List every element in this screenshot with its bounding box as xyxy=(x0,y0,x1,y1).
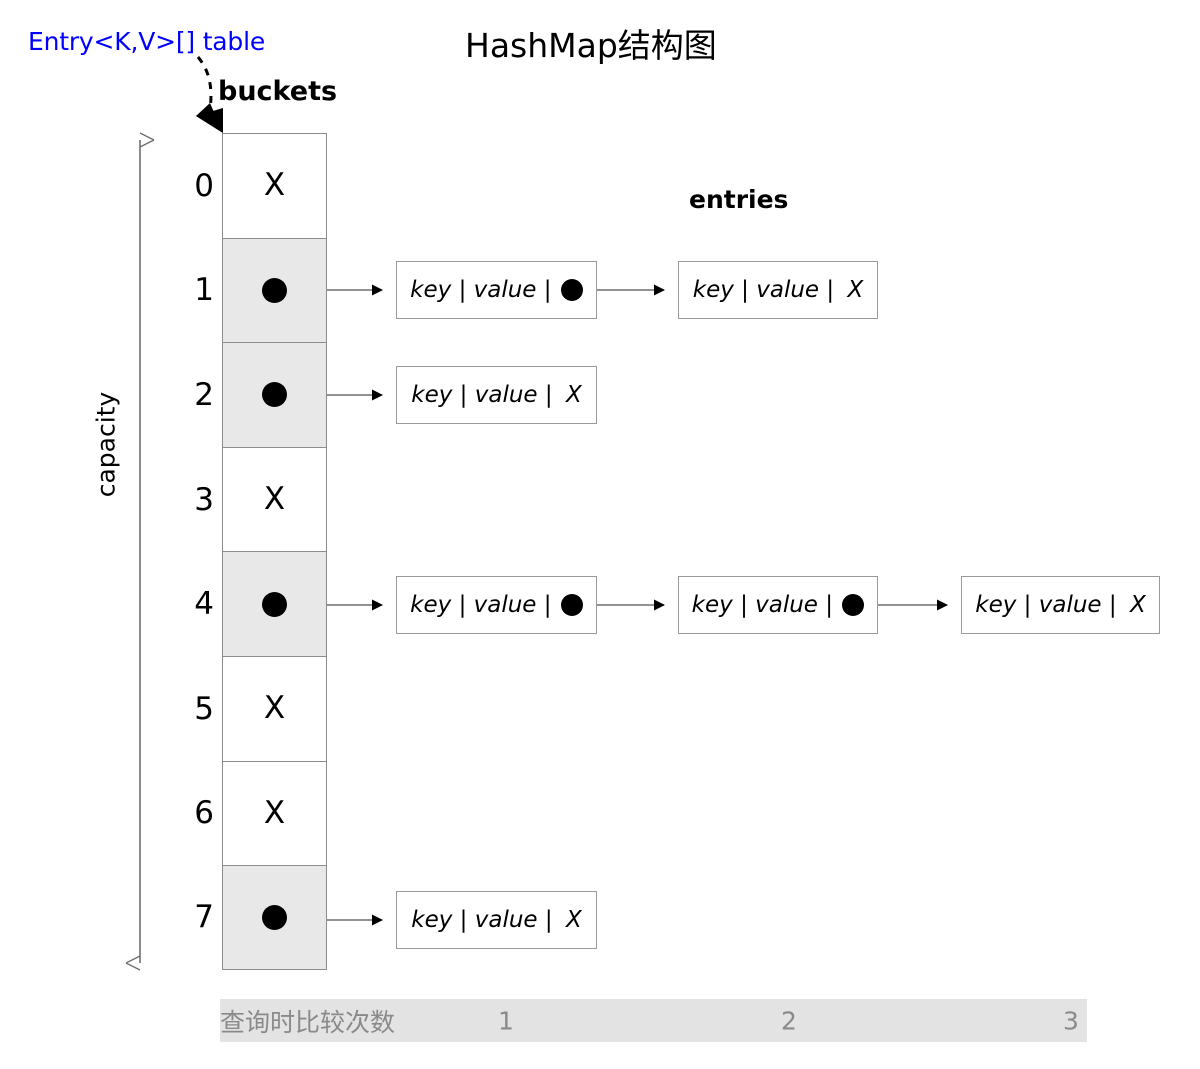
bucket-index-3: 3 xyxy=(194,481,214,518)
comparison-count-2: 2 xyxy=(781,1006,797,1035)
reference-dot-icon xyxy=(262,277,287,303)
bucket-array: 0 X 1 2 3 X 4 5 X 6 X 7 xyxy=(194,133,327,970)
comparison-count-3: 3 xyxy=(1063,1006,1079,1035)
buckets-label: buckets xyxy=(218,76,338,107)
bucket-index-0: 0 xyxy=(194,167,214,204)
next-null-icon: X xyxy=(565,907,582,933)
bucket-cell-7[interactable]: 7 xyxy=(194,865,327,970)
entry-node[interactable]: key | value | xyxy=(396,576,597,634)
entry-label: key | value | xyxy=(411,907,560,933)
null-marker-icon: X xyxy=(263,690,286,727)
null-marker-icon: X xyxy=(263,481,286,518)
next-pointer-dot-icon xyxy=(842,594,865,616)
lookup-comparison-label: 查询时比较次数 xyxy=(220,1007,396,1037)
entry-label: key | value | xyxy=(691,592,841,618)
entry-label: key | value | xyxy=(410,592,559,618)
bucket-index-4: 4 xyxy=(194,586,214,623)
next-null-icon: X xyxy=(1129,592,1146,618)
entry-node[interactable]: key | value | X xyxy=(396,891,597,949)
next-pointer-dot-icon xyxy=(560,279,583,301)
bucket-cell-2[interactable]: 2 xyxy=(194,342,327,447)
comparison-count-1: 1 xyxy=(498,1006,514,1035)
reference-dot-icon xyxy=(262,382,287,408)
entry-node[interactable]: key | value | xyxy=(678,576,878,634)
bucket-index-1: 1 xyxy=(194,272,214,309)
bucket-cell-1[interactable]: 1 xyxy=(194,237,327,343)
bucket-cell-0[interactable]: 0 X xyxy=(194,133,327,238)
lookup-comparison-band: 查询时比较次数 1 2 3 xyxy=(220,999,1087,1042)
next-pointer-dot-icon xyxy=(560,594,583,616)
table-reference-label: Entry<K,V>[] table xyxy=(28,27,266,56)
bucket-cell-4[interactable]: 4 xyxy=(194,551,327,656)
null-marker-icon: X xyxy=(263,794,286,831)
entry-label: key | value | xyxy=(410,277,559,303)
bucket-cell-5[interactable]: 5 X xyxy=(194,655,327,761)
null-marker-icon: X xyxy=(263,167,286,204)
entry-node[interactable]: key | value | X xyxy=(396,366,597,424)
bucket-cell-3[interactable]: 3 X xyxy=(194,446,327,552)
bucket-index-5: 5 xyxy=(194,690,214,727)
reference-dot-icon xyxy=(262,904,287,930)
bucket-index-6: 6 xyxy=(194,795,214,832)
next-null-icon: X xyxy=(847,277,864,303)
entry-node[interactable]: key | value | X xyxy=(678,261,878,319)
entry-label: key | value | xyxy=(975,592,1124,618)
bucket-cell-6[interactable]: 6 X xyxy=(194,760,327,866)
next-null-icon: X xyxy=(565,382,582,408)
page-title: HashMap结构图 xyxy=(465,26,717,65)
entry-node[interactable]: key | value | xyxy=(396,261,597,319)
capacity-label: capacity xyxy=(91,391,121,498)
entry-label: key | value | xyxy=(692,277,842,303)
entries-label: entries xyxy=(689,185,789,214)
bucket-index-2: 2 xyxy=(194,376,214,413)
entry-label: key | value | xyxy=(411,382,560,408)
bucket-index-7: 7 xyxy=(194,899,214,936)
entry-node[interactable]: key | value | X xyxy=(961,576,1160,634)
reference-dot-icon xyxy=(262,591,287,617)
